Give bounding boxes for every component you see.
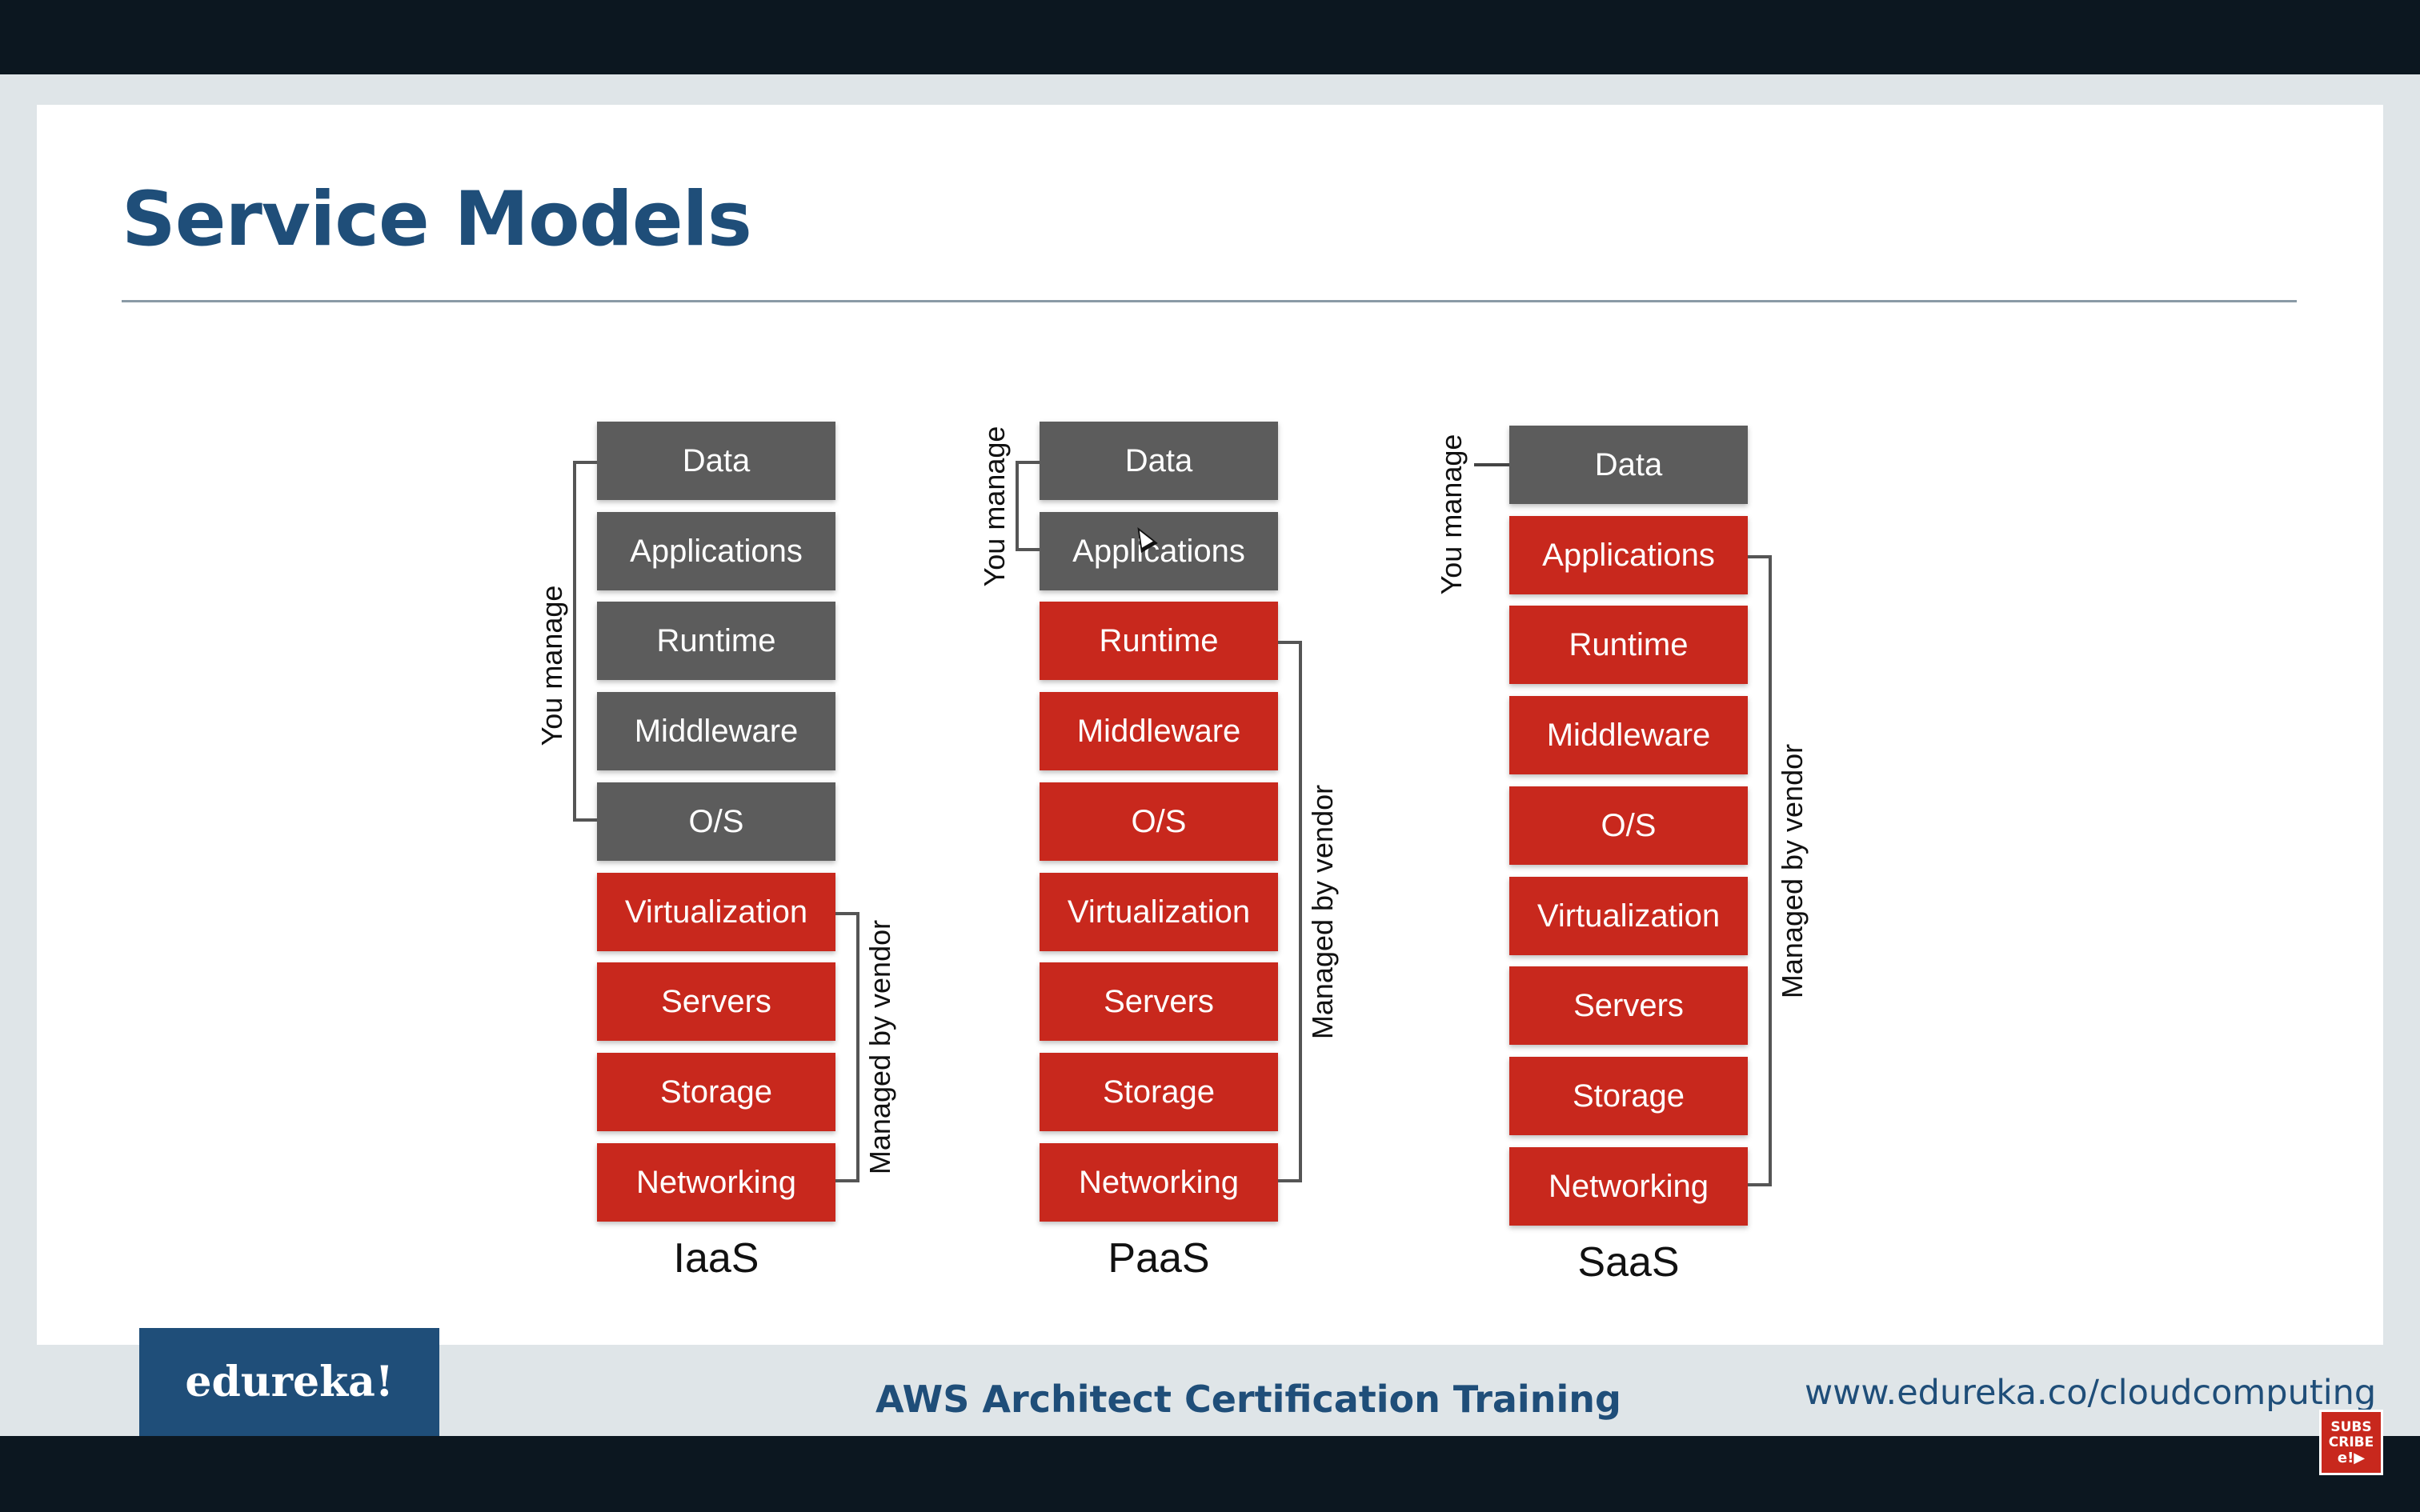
saas-layer-middleware: Middleware — [1509, 696, 1748, 774]
iaas-layer-o-s: O/S — [597, 782, 835, 861]
paas-you-manage-label: You manage — [978, 426, 1011, 586]
iaas-layer-storage: Storage — [597, 1053, 835, 1131]
iaas-you-manage-label: You manage — [535, 585, 568, 746]
paas-layer-virtualization: Virtualization — [1040, 873, 1278, 951]
footer-url[interactable]: www.edureka.co/cloudcomputing — [1805, 1373, 2377, 1413]
subscribe-play-icon: e!▶ — [2337, 1449, 2366, 1466]
saas-managed-by-vendor-label: Managed by vendor — [1776, 743, 1809, 998]
iaas-vendor-bracket — [835, 912, 859, 1182]
subscribe-button[interactable]: SUBS CRIBE e!▶ — [2319, 1410, 2383, 1475]
saas-layer-data: Data — [1509, 426, 1748, 504]
saas-model-name: SaaS — [1577, 1239, 1680, 1286]
iaas-layer-middleware: Middleware — [597, 692, 835, 770]
subscribe-text-line2: CRIBE — [2328, 1434, 2374, 1450]
saas-layer-storage: Storage — [1509, 1057, 1748, 1135]
saas-you-manage-connector — [1474, 463, 1509, 466]
course-title: AWS Architect Certification Training — [875, 1378, 1621, 1421]
paas-layer-applications: Applications — [1040, 512, 1278, 590]
iaas-layer-data: Data — [597, 422, 835, 500]
iaas-managed-by-vendor-label: Managed by vendor — [863, 919, 896, 1175]
video-bottom-bar — [0, 1436, 2420, 1512]
saas-layer-o-s: O/S — [1509, 786, 1748, 865]
iaas-layer-networking: Networking — [597, 1143, 835, 1222]
paas-managed-by-vendor-label: Managed by vendor — [1306, 784, 1339, 1039]
paas-layer-servers: Servers — [1040, 962, 1278, 1041]
paas-model-name: PaaS — [1108, 1235, 1210, 1282]
saas-layer-virtualization: Virtualization — [1509, 877, 1748, 955]
edureka-logo[interactable]: edureka! — [139, 1328, 439, 1436]
iaas-layer-applications: Applications — [597, 512, 835, 590]
saas-layer-runtime: Runtime — [1509, 606, 1748, 684]
iaas-layer-runtime: Runtime — [597, 602, 835, 680]
saas-vendor-bracket — [1748, 555, 1772, 1186]
saas-you-manage-label: You manage — [1435, 434, 1468, 595]
iaas-layer-servers: Servers — [597, 962, 835, 1041]
iaas-model-name: IaaS — [673, 1235, 759, 1282]
title-divider — [122, 300, 2297, 302]
iaas-layer-virtualization: Virtualization — [597, 873, 835, 951]
slide-title: Service Models — [122, 176, 752, 263]
saas-layer-applications: Applications — [1509, 516, 1748, 594]
video-top-bar — [0, 0, 2420, 74]
paas-layer-middleware: Middleware — [1040, 692, 1278, 770]
saas-layer-servers: Servers — [1509, 966, 1748, 1045]
paas-vendor-bracket — [1278, 641, 1302, 1182]
paas-layer-runtime: Runtime — [1040, 602, 1278, 680]
subscribe-text-line1: SUBS — [2330, 1418, 2372, 1435]
paas-layer-storage: Storage — [1040, 1053, 1278, 1131]
paas-layer-networking: Networking — [1040, 1143, 1278, 1222]
paas-layer-data: Data — [1040, 422, 1278, 500]
iaas-you-manage-bracket — [573, 461, 597, 822]
saas-layer-networking: Networking — [1509, 1147, 1748, 1226]
paas-you-manage-bracket — [1016, 461, 1040, 551]
paas-layer-o-s: O/S — [1040, 782, 1278, 861]
logo-text: edureka! — [185, 1358, 394, 1406]
